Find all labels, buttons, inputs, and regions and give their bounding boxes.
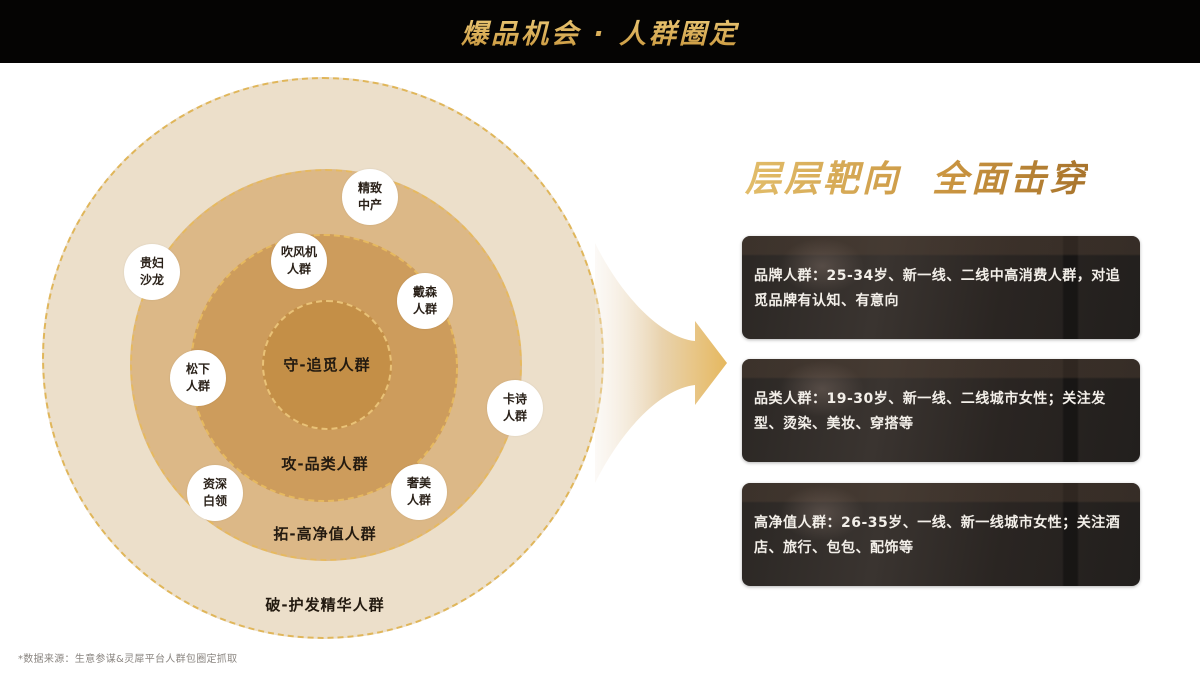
bubble-line: 卡诗 xyxy=(502,392,527,406)
ring-label-category: 攻-品类人群 xyxy=(281,455,369,473)
bubble-line: 贵妇 xyxy=(139,256,164,270)
bubble-line: 奢美 xyxy=(406,476,431,490)
bubble-kerastase-audience: 卡诗 人群 xyxy=(487,380,543,436)
audience-card-category: 品类人群：19-30岁、新一线、二线城市女性；关注发型、烫染、美妆、穿搭等 xyxy=(742,359,1140,462)
bubble-senior-white-collar: 资深 白领 xyxy=(187,465,243,521)
card-text: 高净值人群：26-35岁、一线、新一线城市女性；关注酒店、旅行、包包、配饰等 xyxy=(754,515,1121,556)
card-text: 品牌人群：25-34岁、新一线、二线中高消费人群，对追觅品牌有认知、有意向 xyxy=(754,268,1121,309)
bubble-panasonic-audience: 松下 人群 xyxy=(170,350,226,406)
audience-ring-diagram: 守-追觅人群 攻-品类人群 拓-高净值人群 破-护发精华人群 精致 中产 吹风机… xyxy=(0,63,604,653)
bubble-line: 资深 xyxy=(202,477,227,491)
bubble-line: 人群 xyxy=(502,409,527,423)
card-text: 品类人群：19-30岁、新一线、二线城市女性；关注发型、烫染、美妆、穿搭等 xyxy=(754,391,1106,432)
bubble-line: 中产 xyxy=(357,198,382,212)
bubble-hairdryer-audience: 吹风机 人群 xyxy=(271,233,327,289)
bubble-line: 人群 xyxy=(286,262,311,276)
bubble-line: 松下 xyxy=(185,362,210,376)
bubble-line: 白领 xyxy=(202,494,227,508)
bubble-line: 人群 xyxy=(185,379,210,393)
data-source-footnote: *数据来源：生意参谋&灵犀平台人群包圈定抓取 xyxy=(18,654,238,665)
bubble-luxury-beauty: 奢美 人群 xyxy=(391,464,447,520)
bubble-line: 沙龙 xyxy=(139,273,164,287)
bubble-jingzhi-zhongchan: 精致 中产 xyxy=(342,169,398,225)
ring-label-high-net-worth: 拓-高净值人群 xyxy=(273,525,377,543)
bubble-dyson-audience: 戴森 人群 xyxy=(397,273,453,329)
page-title: 爆品机会 · 人群圈定 xyxy=(461,12,739,51)
arrow-right-icon xyxy=(595,243,727,483)
audience-card-brand: 品牌人群：25-34岁、新一线、二线中高消费人群，对追觅品牌有认知、有意向 xyxy=(742,236,1140,339)
bubble-line: 人群 xyxy=(412,302,437,316)
bubble-guifu-salon: 贵妇 沙龙 xyxy=(124,244,180,300)
ring-label-core: 守-追觅人群 xyxy=(283,356,371,374)
bubble-line: 吹风机 xyxy=(280,245,317,259)
header-bar: 爆品机会 · 人群圈定 xyxy=(0,0,1200,63)
bubble-line: 人群 xyxy=(406,493,431,507)
bubble-line: 戴森 xyxy=(412,285,437,299)
audience-card-high-net-worth: 高净值人群：26-35岁、一线、新一线城市女性；关注酒店、旅行、包包、配饰等 xyxy=(742,483,1140,586)
slogan-heading: 层层靶向 全面击穿 xyxy=(745,150,1088,202)
ring-core xyxy=(262,300,392,430)
bubble-line: 精致 xyxy=(357,181,382,195)
ring-label-outer: 破-护发精华人群 xyxy=(265,596,385,614)
